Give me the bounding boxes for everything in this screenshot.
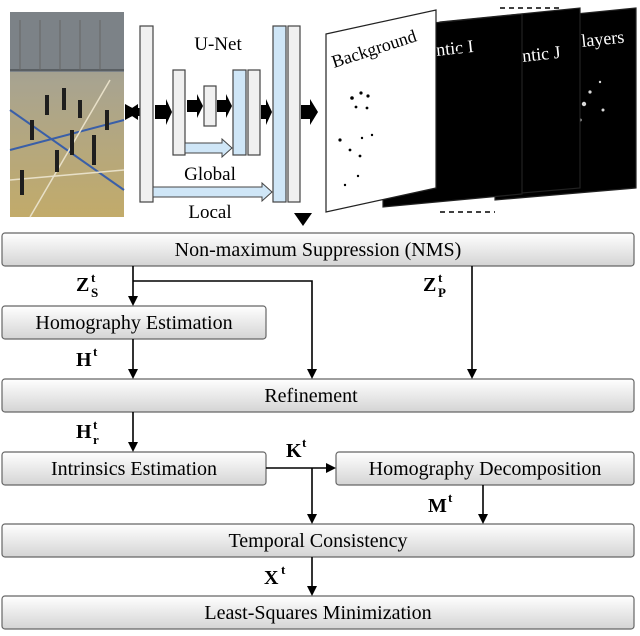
homography-decomposition-box — [335, 451, 635, 486]
background-dots — [338, 91, 374, 187]
symbol-x-base: X — [264, 567, 279, 589]
unet-encoder-2 — [172, 69, 186, 156]
output-maps: Players Semantic J Semantic I Background — [325, 7, 637, 213]
unet-block: U-Net Global Local — [139, 25, 318, 223]
symbol-zs-sup: t — [91, 270, 96, 285]
background-map — [325, 9, 437, 213]
symbol-h: H t — [76, 344, 98, 371]
input-to-unet-arrow-head — [125, 104, 140, 120]
local-skip-label: Local — [188, 202, 231, 223]
symbol-k-sup: t — [302, 435, 307, 450]
symbol-k-base: K — [286, 440, 302, 462]
symbol-hr-base: H — [76, 421, 92, 443]
symbol-zp-base: Z — [423, 274, 436, 296]
flow-edges — [128, 266, 488, 596]
refinement-label: Refinement — [264, 385, 358, 407]
unet-up-arrow-2 — [261, 99, 272, 125]
symbol-x: X t — [264, 562, 286, 589]
symbol-h-sup: t — [93, 344, 98, 359]
temporal-consistency-box — [1, 523, 635, 558]
symbol-hr-sup: t — [93, 417, 98, 432]
symbol-zp-sub: P — [438, 285, 446, 300]
nms-box — [1, 232, 635, 267]
unet-decoder-2 — [272, 25, 287, 203]
global-skip-arrow — [184, 137, 233, 159]
maps-to-nms-arrow — [294, 213, 312, 226]
unet-title: U-Net — [194, 34, 242, 55]
least-squares-label: Least-Squares Minimization — [204, 602, 431, 624]
least-squares-box — [1, 595, 635, 630]
input-frame-image — [9, 12, 125, 218]
nms-label: Non-maximum Suppression (NMS) — [175, 239, 462, 261]
unet-decoder-1 — [287, 25, 301, 203]
unet-encoder-1 — [139, 25, 154, 203]
unet-output-arrow — [301, 99, 318, 125]
homography-decomposition-label: Homography Decomposition — [369, 458, 602, 480]
symbol-m-sup: t — [448, 490, 453, 505]
symbol-h-base: H — [76, 349, 92, 371]
symbol-m: M t — [428, 490, 453, 517]
unet-encoder-3 — [203, 85, 217, 127]
symbol-hr: H t r — [76, 417, 99, 447]
unet-down-arrow-1 — [155, 99, 172, 125]
unet-down-arrow-2 — [187, 94, 203, 118]
symbol-zp-sup: t — [438, 270, 443, 285]
symbol-x-sup: t — [281, 562, 286, 577]
homography-estimation-box — [1, 305, 267, 340]
symbol-k: K t — [286, 435, 307, 462]
symbol-zs-base: Z — [76, 274, 89, 296]
symbol-zp: Z t P — [423, 270, 446, 300]
symbol-zs: Z t S — [76, 270, 98, 300]
global-skip-label: Global — [184, 164, 236, 185]
refinement-box — [1, 378, 635, 413]
intrinsics-estimation-label: Intrinsics Estimation — [51, 458, 217, 480]
temporal-consistency-label: Temporal Consistency — [228, 530, 407, 552]
local-skip-arrow — [152, 181, 273, 203]
unet-decoder-3b — [247, 69, 261, 156]
unet-up-arrow-1 — [217, 94, 232, 118]
unet-decoder-3 — [232, 69, 247, 156]
symbol-m-base: M — [428, 495, 447, 517]
symbol-zs-sub: S — [91, 285, 98, 300]
edge-nms-to-refinement — [133, 280, 317, 379]
symbol-hr-sub: r — [93, 432, 99, 447]
homography-estimation-label: Homography Estimation — [35, 312, 232, 334]
